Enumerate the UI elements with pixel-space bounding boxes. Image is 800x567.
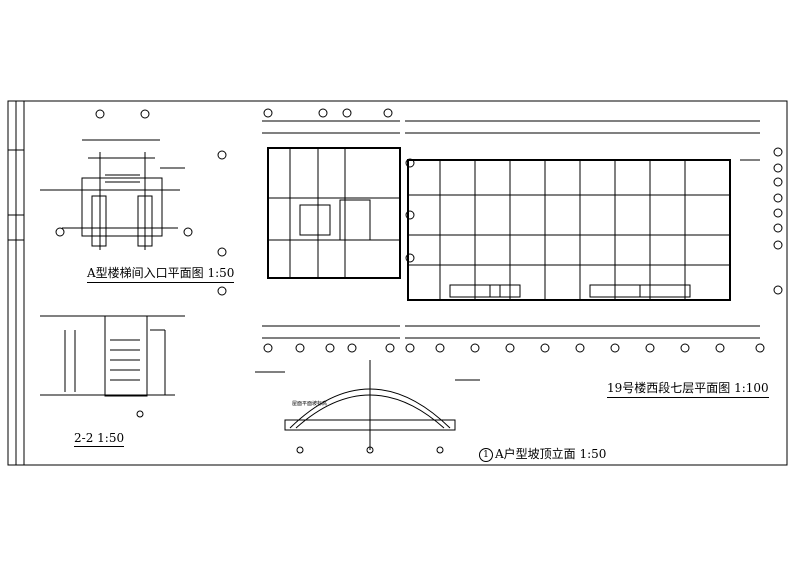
- entry-plan-title: A型楼梯间入口平面图 1:50: [87, 264, 235, 283]
- floor-plan: [405, 120, 783, 353]
- roof-elevation-label: A户型坡顶立面 1:50: [495, 447, 607, 461]
- roof-elevation: [255, 360, 480, 454]
- unit-plan: [217, 108, 401, 353]
- roof-note: 屋面平面坡标高: [292, 400, 327, 407]
- entry-plan-detail: [40, 109, 193, 250]
- section-detail: [40, 315, 185, 418]
- floor-plan-title: 19号楼西段七层平面图 1:100: [607, 379, 769, 398]
- section-title: 2-2 1:50: [74, 431, 125, 447]
- sheet-border: [7, 100, 788, 466]
- detail-number: 1: [479, 448, 493, 462]
